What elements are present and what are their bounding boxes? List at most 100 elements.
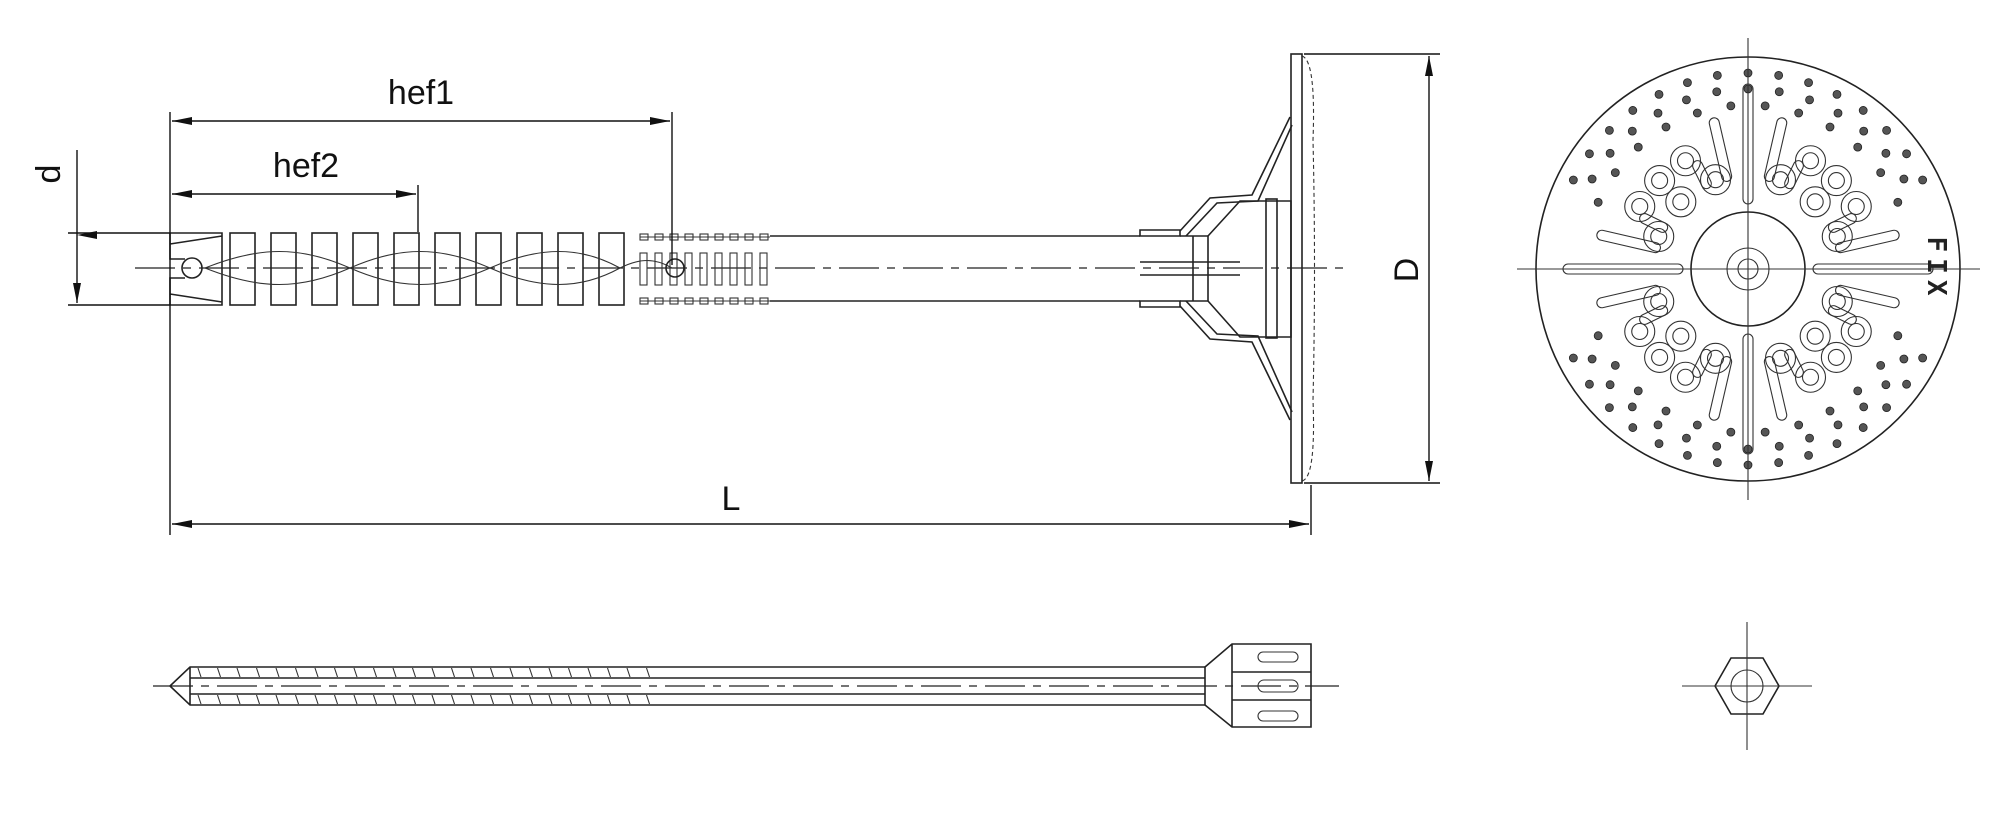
plate-hole — [1628, 423, 1638, 432]
plate-slot — [1835, 284, 1900, 309]
plate-hole — [1712, 441, 1722, 451]
plate-slot — [1692, 160, 1712, 190]
nail-shaft — [169, 666, 1205, 706]
diameter-label: D — [1388, 258, 1426, 283]
plate-slot — [1708, 356, 1733, 421]
dowel-rib — [557, 232, 584, 306]
dowel-rib — [598, 232, 625, 306]
plate-hole — [1899, 354, 1909, 364]
plate-hole — [1633, 386, 1643, 396]
plate-hole — [1610, 360, 1620, 370]
hef1-label: hef1 — [388, 74, 454, 112]
plate-hole — [1882, 403, 1891, 412]
plate-hole — [1876, 168, 1886, 178]
plate-hole — [1804, 451, 1813, 460]
plate-hole — [1610, 168, 1620, 178]
plate-hole — [1859, 126, 1869, 136]
plate-hole — [1661, 406, 1671, 416]
plate-hole — [1858, 423, 1868, 432]
plate-hole — [1682, 95, 1691, 105]
plate-hole — [1774, 87, 1784, 97]
plate-hole — [1760, 101, 1770, 111]
dowel-rib — [393, 232, 420, 306]
plate-slot — [1596, 284, 1661, 309]
plate-hole — [1682, 433, 1691, 443]
plate-hole — [1832, 439, 1842, 449]
plate-slot — [1763, 356, 1788, 421]
plate-hole — [1804, 78, 1813, 87]
plate-hole — [1585, 379, 1594, 389]
head-side — [1139, 53, 1316, 484]
plate-hole — [1726, 427, 1736, 437]
plate-hole — [1653, 108, 1663, 118]
plate-hole — [1918, 175, 1928, 185]
plate-hole — [1628, 106, 1638, 115]
plate-hole — [1593, 331, 1603, 341]
nail-head — [1204, 643, 1312, 728]
bottom-view — [153, 643, 1339, 728]
hef2-label: hef2 — [273, 147, 339, 185]
plate-hole — [1605, 126, 1614, 135]
plate-hole — [1859, 402, 1869, 412]
plate-hole — [1605, 403, 1614, 412]
plate-hole — [1605, 148, 1615, 158]
plate-slot — [1827, 305, 1857, 325]
plate-hole — [1726, 101, 1736, 111]
plate-hole — [1881, 380, 1891, 390]
plate-slot — [1827, 213, 1857, 233]
dowel-rib — [475, 232, 502, 306]
plate-slot — [1639, 305, 1669, 325]
plate-hole — [1692, 420, 1702, 430]
plate-hole — [1568, 175, 1578, 185]
plate-slot — [1784, 348, 1804, 378]
plate-front-view: FIX — [1517, 38, 1980, 500]
plate-hole — [1627, 126, 1637, 136]
plate-slot — [1639, 213, 1669, 233]
plate-hole — [1853, 142, 1863, 152]
dowel-rib — [229, 232, 256, 306]
plate-hole — [1805, 95, 1814, 105]
plate-hole — [1605, 380, 1615, 390]
hex-end-view — [1682, 622, 1812, 750]
plate-hole — [1774, 71, 1784, 80]
plate-hole — [1893, 197, 1903, 207]
plate-hole — [1661, 122, 1671, 132]
plate-hole — [1653, 420, 1663, 430]
plate-hole — [1593, 197, 1603, 207]
dowel-rib — [311, 232, 338, 306]
plate-hole — [1683, 451, 1692, 460]
plate-hole — [1833, 108, 1843, 118]
dowel-rib — [434, 232, 461, 306]
plate-hole — [1794, 420, 1804, 430]
plate-hole — [1918, 353, 1928, 363]
plate-hole — [1712, 71, 1722, 80]
plate-hole — [1654, 89, 1664, 99]
plate-hole — [1899, 174, 1909, 184]
dowel-rib — [270, 232, 297, 306]
plate-hole — [1902, 379, 1911, 389]
nail-threads — [197, 667, 651, 705]
plate-slot — [1596, 229, 1661, 254]
plate-hole — [1774, 458, 1784, 467]
plate-hole — [1683, 78, 1692, 87]
twisted-core — [204, 250, 673, 286]
plate-hole — [1654, 439, 1664, 449]
plate-hole — [1712, 458, 1722, 467]
plate-hole — [1760, 427, 1770, 437]
plate-hole — [1587, 354, 1597, 364]
plate-hole — [1587, 174, 1597, 184]
plate-hole — [1825, 406, 1835, 416]
plate-hole — [1825, 122, 1835, 132]
plate-hole — [1774, 441, 1784, 451]
plate-hole — [1893, 331, 1903, 341]
plate-hole — [1833, 420, 1843, 430]
plate-hole — [1794, 108, 1804, 118]
dowel-tip — [169, 232, 223, 306]
dowel-rib — [352, 232, 379, 306]
side-view — [135, 53, 1345, 484]
plate-hole — [1902, 149, 1911, 159]
plate-hole — [1568, 353, 1578, 363]
stem — [770, 235, 1140, 302]
dowel-ribs — [229, 232, 770, 306]
